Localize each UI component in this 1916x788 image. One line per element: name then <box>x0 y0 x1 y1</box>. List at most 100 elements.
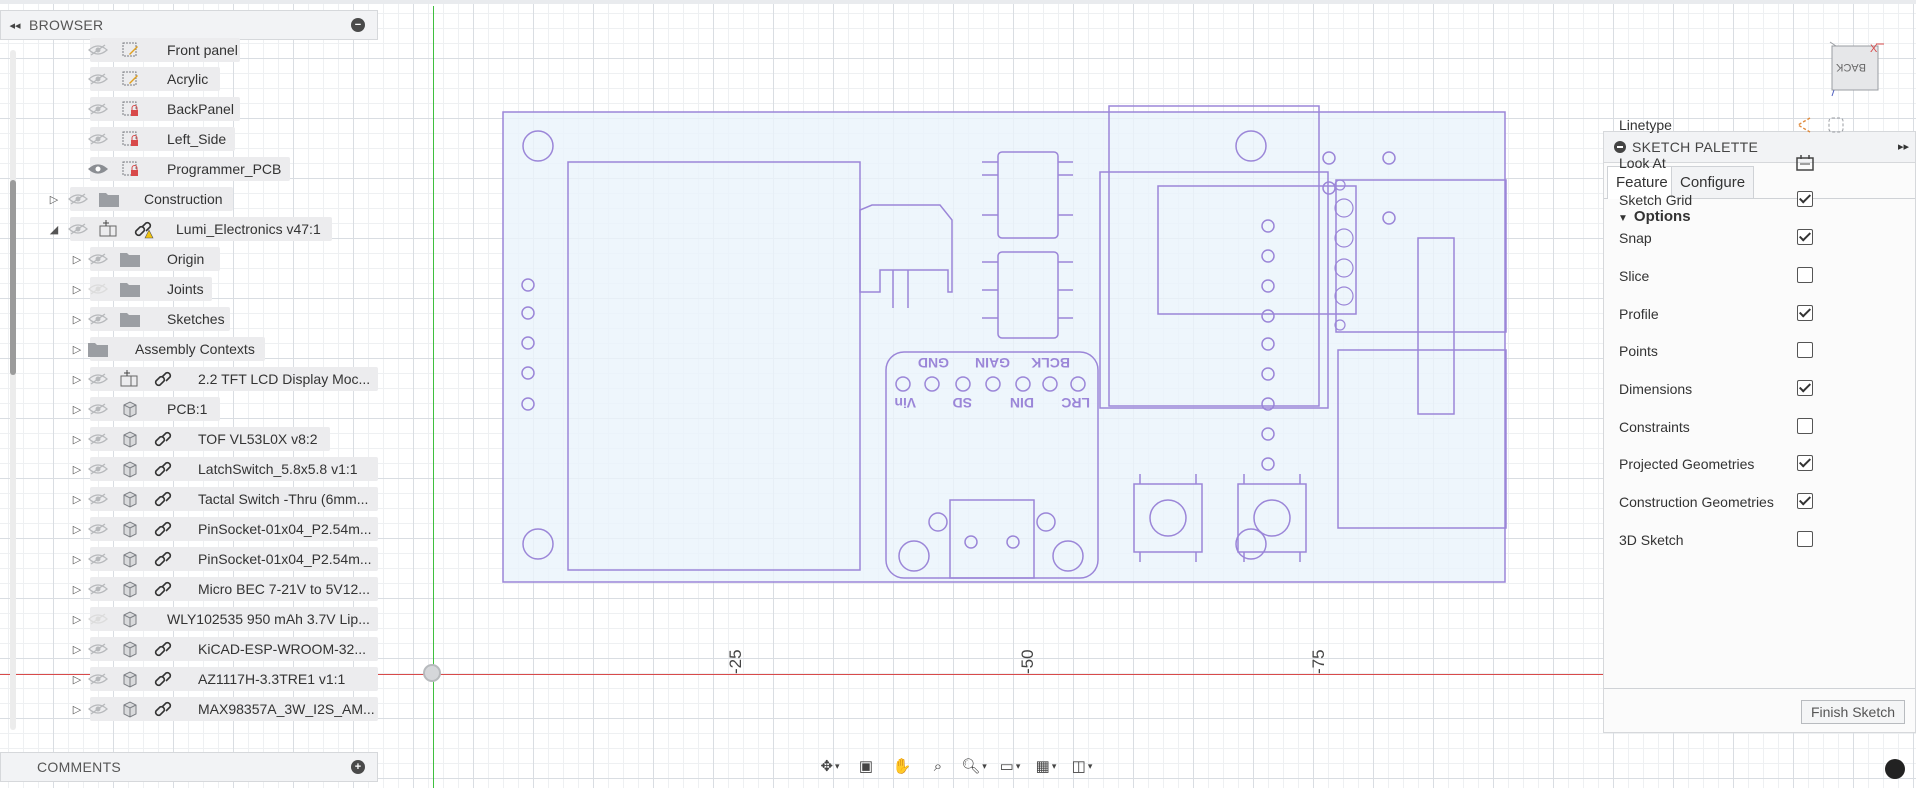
visibility-eye-icon[interactable] <box>87 36 109 64</box>
expand-arrow-icon[interactable]: ▷ <box>72 643 82 656</box>
expand-arrow-icon[interactable]: ▷ <box>72 403 82 416</box>
expand-arrow-icon[interactable]: ▷ <box>72 613 82 626</box>
browser-tree-row[interactable]: ▷Micro BEC 7-21V to 5V12... <box>0 575 378 603</box>
fit-icon[interactable]: 🔍︎▾ <box>961 758 987 775</box>
board-outline[interactable] <box>502 111 1506 583</box>
pin-column-left[interactable] <box>521 278 535 411</box>
browser-tree-row[interactable]: Left_Side <box>0 125 378 153</box>
visibility-eye-icon[interactable] <box>87 545 109 573</box>
amp-pins[interactable] <box>895 376 1086 392</box>
pan-icon[interactable]: ✋ <box>892 758 912 775</box>
expand-arrow-icon[interactable]: ▷ <box>49 193 59 206</box>
tab-feature[interactable]: Feature <box>1607 166 1677 199</box>
browser-tree-row[interactable]: ▷Construction <box>0 185 378 213</box>
construction-geometries-checkbox[interactable] <box>1797 493 1813 509</box>
visibility-eye-icon[interactable] <box>87 665 109 693</box>
orbit-icon[interactable]: ✥▾ <box>820 758 840 775</box>
latch-switch-1[interactable] <box>982 151 1073 239</box>
latch-switch-2[interactable] <box>982 251 1073 339</box>
visibility-eye-icon[interactable] <box>87 65 109 93</box>
visibility-eye-icon[interactable] <box>87 245 109 273</box>
visibility-eye-icon[interactable] <box>87 305 109 333</box>
browser-tree-row[interactable]: ▷TOF VL53L0X v8:2 <box>0 425 378 453</box>
view-cube[interactable]: BACK X Z <box>1828 40 1884 111</box>
options-section[interactable]: ▼Options <box>1618 208 1691 225</box>
visibility-eye-icon[interactable] <box>87 605 109 633</box>
expand-arrow-icon[interactable]: ▷ <box>72 253 82 266</box>
browser-tree-row[interactable]: ▷KiCAD-ESP-WROOM-32... <box>0 635 378 663</box>
comments-header[interactable]: COMMENTS + <box>0 752 378 782</box>
scrollbar-track[interactable] <box>10 50 16 730</box>
sketch-origin[interactable] <box>423 664 441 682</box>
expand-arrow-icon[interactable]: ▷ <box>72 373 82 386</box>
collapse-arrow-icon[interactable]: ◢ <box>49 223 59 236</box>
finish-sketch-button[interactable]: Finish Sketch <box>1801 700 1905 724</box>
expand-arrow-icon[interactable]: ▷ <box>72 673 82 686</box>
profile-checkbox[interactable] <box>1797 304 1813 321</box>
visibility-eye-icon[interactable] <box>67 185 89 213</box>
jst-connector[interactable] <box>859 204 953 293</box>
minimize-icon[interactable]: − <box>351 18 365 32</box>
browser-tree-row[interactable]: ▷PCB:1 <box>0 395 378 423</box>
browser-tree-row[interactable]: ▷2.2 TFT LCD Display Moc... <box>0 365 378 393</box>
sd-card-socket[interactable] <box>1337 349 1507 529</box>
collapse-palette-icon[interactable] <box>1614 141 1626 153</box>
browser-tree-row[interactable]: ▷AZ1117H-3.3TRE1 v1:1 <box>0 665 378 693</box>
construction-linetype-icon[interactable] <box>1794 115 1814 138</box>
visibility-eye-icon[interactable] <box>87 155 109 183</box>
visibility-eye-icon[interactable] <box>87 455 109 483</box>
expand-arrow-icon[interactable]: ▷ <box>72 703 82 716</box>
centerline-linetype-icon[interactable] <box>1826 115 1846 138</box>
expand-arrow-icon[interactable]: ▷ <box>72 553 82 566</box>
expand-arrow-icon[interactable]: ▷ <box>72 343 82 356</box>
expand-arrow-icon[interactable]: ▷ <box>72 493 82 506</box>
constraints-checkbox[interactable] <box>1797 417 1813 434</box>
expand-arrow-icon[interactable]: ▷ <box>72 313 82 326</box>
browser-tree-row[interactable]: ▷PinSocket-01x04_P2.54m... <box>0 515 378 543</box>
3d-sketch-checkbox[interactable] <box>1797 530 1813 547</box>
browser-tree-row[interactable]: BackPanel <box>0 95 378 123</box>
look-at-icon[interactable] <box>1795 153 1815 176</box>
display-module[interactable] <box>567 161 861 571</box>
zoom-icon[interactable]: ⌕ <box>933 757 943 775</box>
mount-hole[interactable] <box>522 130 554 162</box>
expand-arrow-icon[interactable]: ▷ <box>72 523 82 536</box>
snap-checkbox[interactable] <box>1797 229 1813 246</box>
browser-tree-row[interactable]: ▷Joints <box>0 275 378 303</box>
dimensions-checkbox[interactable] <box>1797 379 1813 396</box>
browser-tree-row[interactable]: ▷LatchSwitch_5.8x5.8 v1:1 <box>0 455 378 483</box>
viewports-icon[interactable]: ◫▾ <box>1071 758 1093 775</box>
browser-tree-row[interactable]: ▷Origin <box>0 245 378 273</box>
expand-arrow-icon[interactable]: ▷ <box>72 433 82 446</box>
scrollbar-thumb[interactable] <box>10 180 16 375</box>
collapse-browser-icon[interactable]: ◂◂ <box>9 19 21 32</box>
browser-tree-row[interactable]: ▷MAX98357A_3W_I2S_AM... <box>0 695 378 723</box>
visibility-eye-icon[interactable] <box>87 575 109 603</box>
slice-checkbox[interactable] <box>1797 266 1813 283</box>
visibility-eye-icon[interactable] <box>87 125 109 153</box>
mount-hole[interactable] <box>1235 130 1267 162</box>
browser-tree-row[interactable]: ▷Sketches <box>0 305 378 333</box>
browser-tree-row[interactable]: ▷WLY102535 950 mAh 3.7V Lip... <box>0 605 378 633</box>
usb-connector[interactable] <box>1335 179 1507 333</box>
visibility-eye-icon[interactable] <box>87 515 109 543</box>
visibility-eye-icon[interactable] <box>87 275 109 303</box>
esp32-module[interactable] <box>1108 105 1320 407</box>
browser-tree-row[interactable]: Programmer_PCB <box>0 155 378 183</box>
visibility-eye-icon[interactable] <box>87 485 109 513</box>
browser-tree-row[interactable]: ▷Assembly Contexts <box>0 335 378 363</box>
look-at-icon[interactable]: ▣ <box>858 758 874 775</box>
points-checkbox[interactable] <box>1797 342 1813 359</box>
browser-tree-row[interactable]: Front panel <box>0 36 378 64</box>
visibility-eye-icon[interactable] <box>87 95 109 123</box>
tactile-switch-2[interactable] <box>1235 474 1307 562</box>
tab-configure[interactable]: Configure <box>1671 166 1755 198</box>
browser-tree-row[interactable]: ▷Tactal Switch -Thru (6mm... <box>0 485 378 513</box>
add-comment-icon[interactable]: + <box>351 760 365 774</box>
display-icon[interactable]: ▭▾ <box>999 758 1021 775</box>
expand-arrow-icon[interactable]: ▷ <box>72 283 82 296</box>
visibility-eye-icon[interactable] <box>67 215 89 243</box>
mount-hole[interactable] <box>522 528 554 560</box>
browser-tree-row[interactable]: ◢Lumi_Electronics v47:1 <box>0 215 378 243</box>
